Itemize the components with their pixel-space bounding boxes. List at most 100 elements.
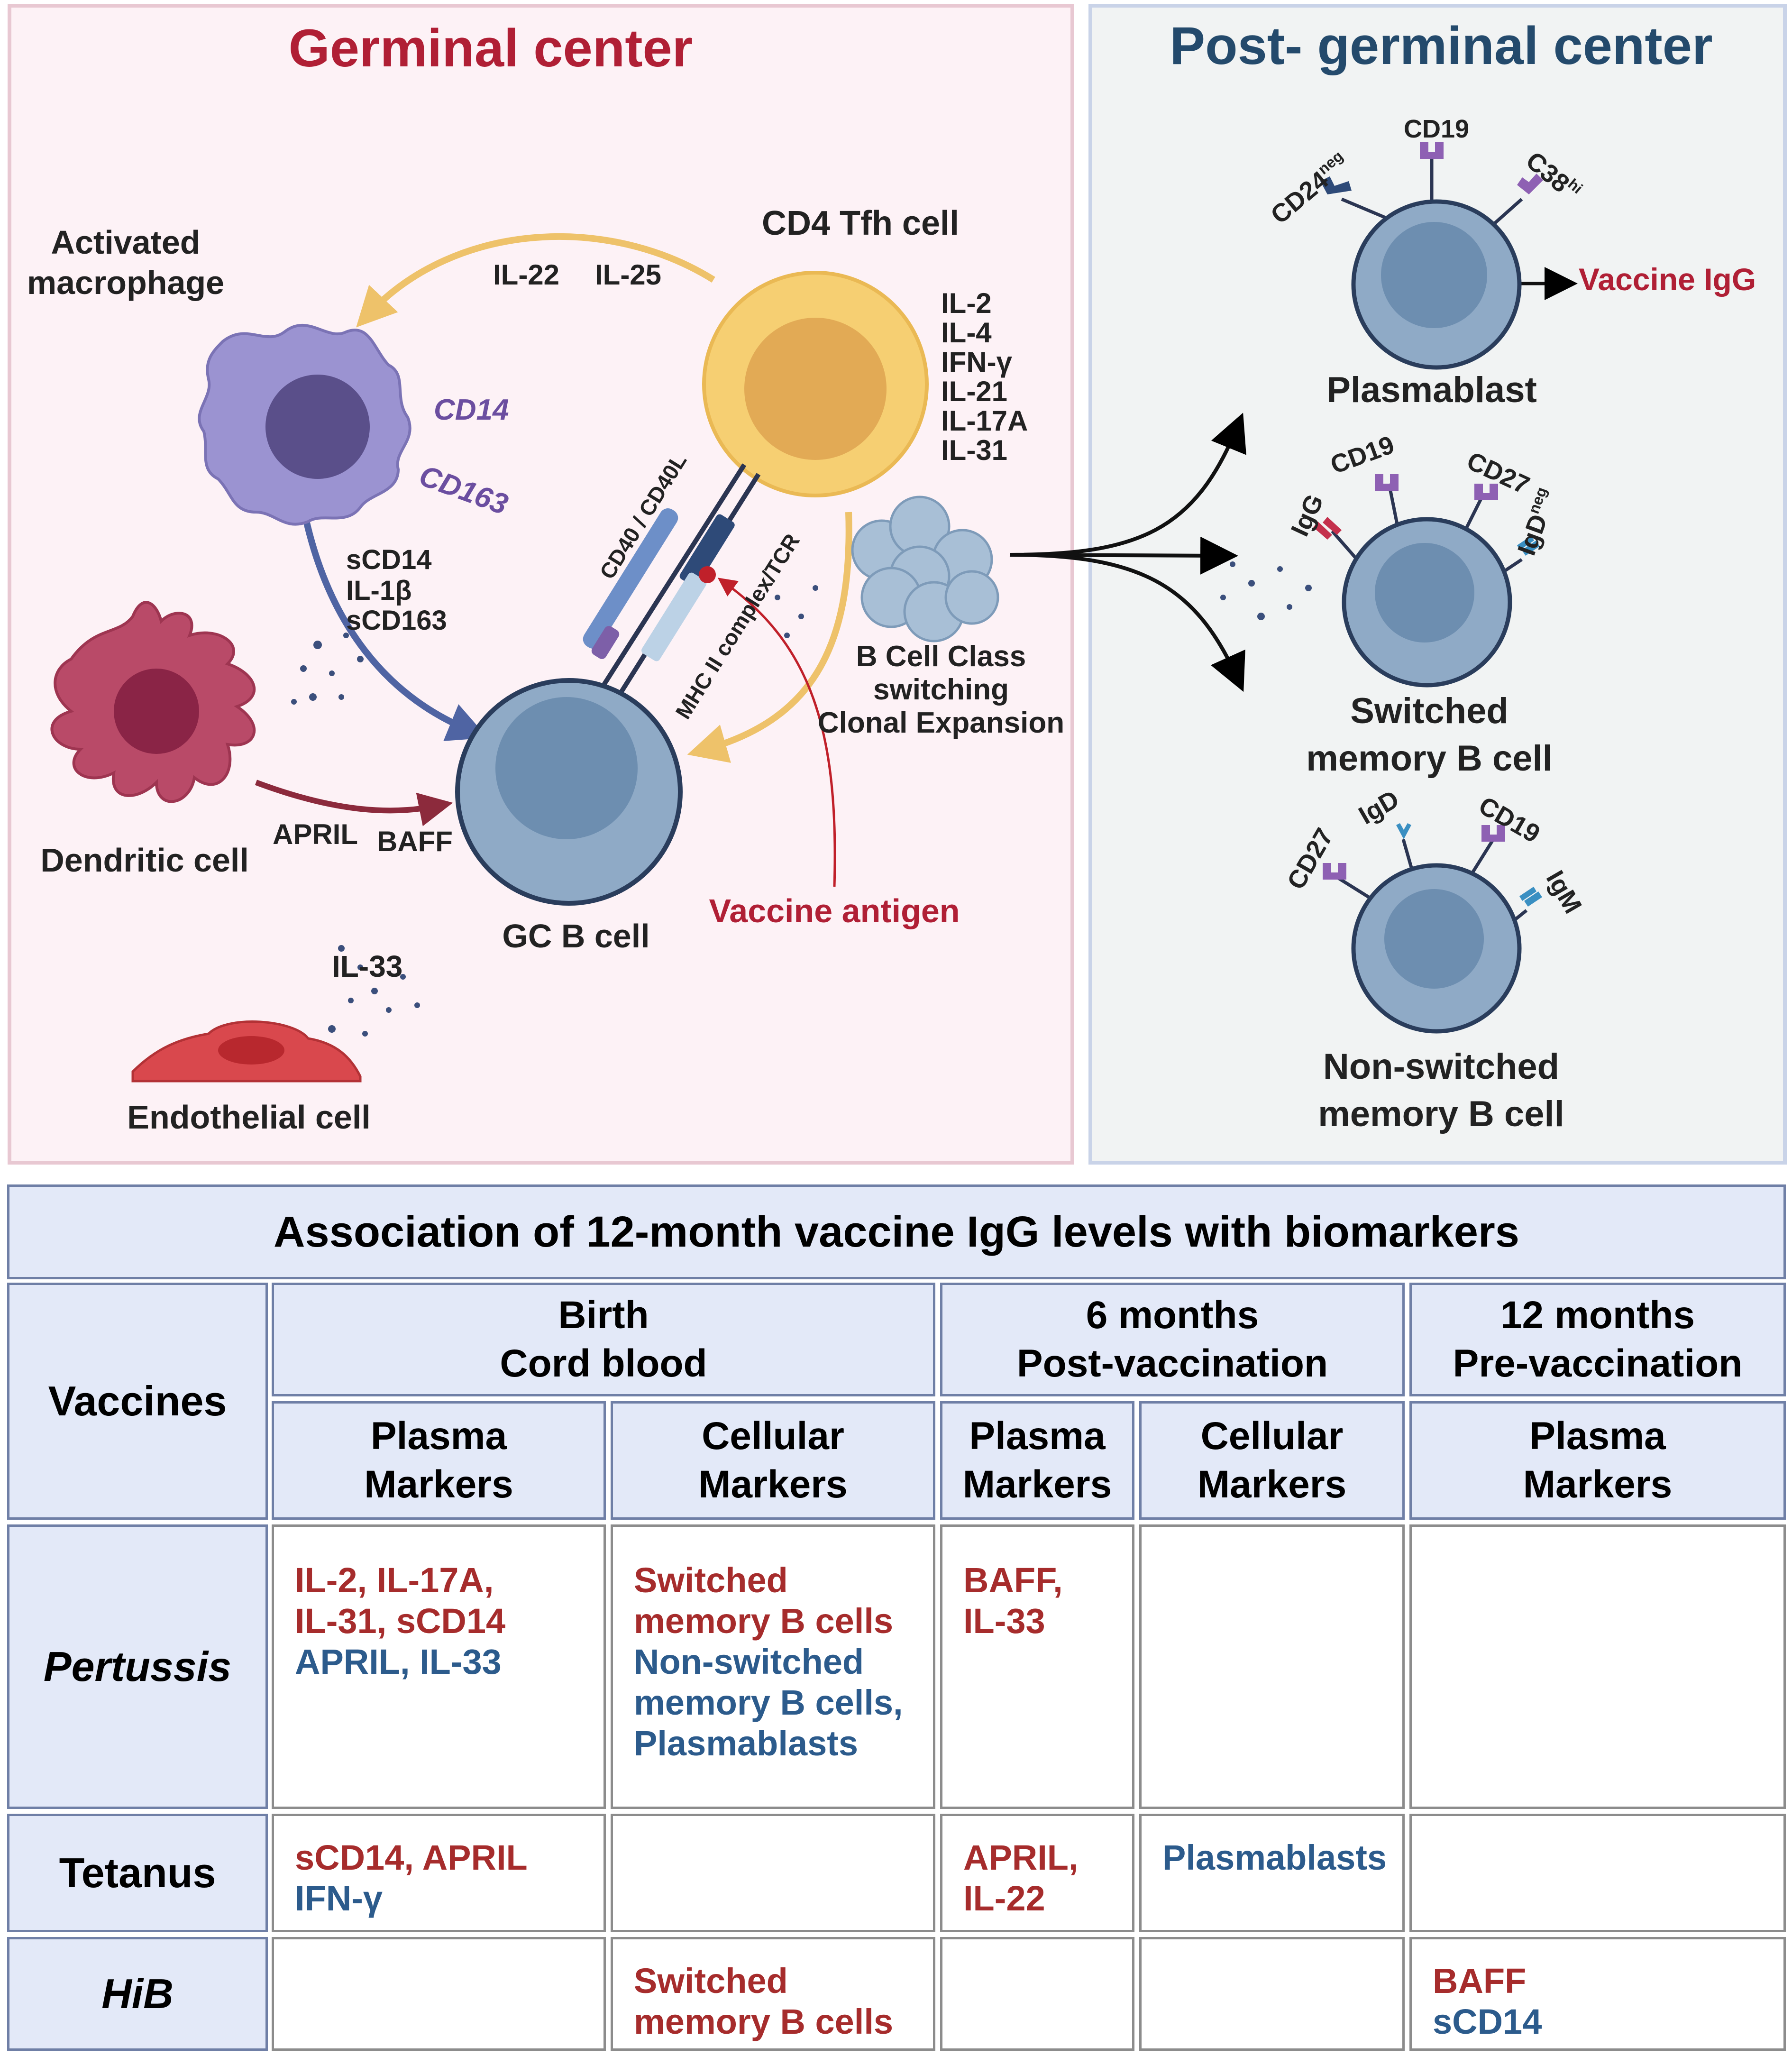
positive-marker: IL-2, IL-17A, (295, 1560, 494, 1600)
tfh-to-b-arrow (687, 512, 852, 763)
row-label-hib-text: HiB (101, 1970, 174, 2017)
positive-marker: IL-22 (963, 1879, 1045, 1918)
expansion-arrow-down (1009, 553, 1245, 692)
positive-marker: BAFF (1433, 1961, 1527, 2001)
tfh-cytokine-4: IL-21 (941, 376, 1007, 407)
dendritic-label: Dendritic cell (40, 842, 249, 879)
germinal-center-title: Germinal center (289, 18, 693, 78)
gc-b-cell: GC B cell (455, 678, 683, 955)
baff-label: BAFF (377, 826, 453, 857)
macrophage-label-line1: Activated (51, 224, 200, 261)
table-cell (940, 1937, 1134, 2051)
negative-marker: IFN-γ (295, 1879, 383, 1918)
il22-arrow (356, 233, 715, 328)
tfh-cytokine-5: IL-17A (941, 405, 1028, 437)
table-cell: Plasmablasts (1139, 1814, 1405, 1932)
positive-marker: memory B cells (634, 2002, 894, 2041)
scd14-label: sCD14 (346, 544, 432, 575)
positive-marker: memory B cells (634, 1601, 894, 1641)
table-title: Association of 12-month vaccine IgG leve… (7, 1184, 1786, 1279)
negative-marker: memory B cells, (634, 1683, 903, 1722)
table-cell (272, 1937, 606, 2051)
sub5-l1: Plasma (1529, 1414, 1666, 1458)
sub3-l1: Plasma (969, 1414, 1106, 1458)
dendritic-to-b-arrow (255, 780, 453, 826)
table-cell (1139, 1524, 1405, 1809)
negative-marker: sCD14 (1433, 2002, 1542, 2041)
gc-b-label: GC B cell (502, 918, 649, 955)
vaccine-igg-label: Vaccine IgG (1579, 262, 1756, 297)
group-6m-line2: Post-vaccination (1016, 1342, 1328, 1385)
class-switch-line2: switching (873, 673, 1009, 706)
group-birth-line1: Birth (558, 1294, 649, 1337)
vaccines-header: Vaccines (7, 1283, 268, 1520)
april-label: APRIL (273, 818, 358, 850)
cd14-label: CD14 (434, 394, 509, 426)
nonswitched-label-line2: memory B cell (1318, 1094, 1564, 1134)
table-cell (1409, 1524, 1786, 1809)
table-cell (1409, 1814, 1786, 1932)
table-cell (611, 1814, 935, 1932)
table-cell: BAFF,IL-33 (940, 1524, 1134, 1809)
vaccines-header-text: Vaccines (48, 1377, 227, 1424)
sub1-l1: Plasma (370, 1414, 507, 1458)
macrophage-to-b-arrow (300, 506, 488, 741)
positive-marker: sCD14, APRIL (295, 1838, 528, 1877)
il25-label: IL-25 (595, 259, 661, 291)
table-cell (1139, 1937, 1405, 2051)
group-12m-line2: Pre-vaccination (1453, 1342, 1743, 1385)
negative-marker: Plasmablasts (1162, 1838, 1387, 1877)
row-label-tetanus-text: Tetanus (59, 1849, 216, 1896)
macrophage-label-line2: macrophage (27, 264, 224, 301)
cd19-label-pb: CD19 (1404, 115, 1469, 143)
nonswitched-label-line1: Non-switched (1323, 1046, 1559, 1087)
il22-label: IL-22 (493, 259, 559, 291)
switched-label-line1: Switched (1350, 691, 1509, 731)
row-label-hib: HiB (7, 1937, 268, 2051)
table-title-text: Association of 12-month vaccine IgG leve… (274, 1208, 1519, 1256)
clonal-expansion-cluster (851, 496, 999, 642)
positive-marker: BAFF, (963, 1560, 1063, 1600)
macrophage-cell: Activated macrophage CD14 CD163 sCD14 IL… (27, 224, 512, 636)
sub1-l2: Markers (364, 1463, 513, 1506)
row-label-pertussis-text: Pertussis (43, 1643, 232, 1690)
endothelial-label: Endothelial cell (127, 1099, 370, 1136)
switched-memory-cell: IgG CD19 CD27 IgDneg Switched memory B c… (1285, 431, 1553, 779)
plasmablast-cell: CD19 CD24neg C38hi Vaccine IgG Plasmabla… (1265, 115, 1756, 410)
tfh-cytokine-6: IL-31 (941, 434, 1007, 466)
sub2-l2: Markers (698, 1463, 848, 1506)
sub4-l2: Markers (1197, 1463, 1347, 1506)
positive-marker: IL-31, sCD14 (295, 1601, 506, 1641)
negative-marker: Non-switched (634, 1642, 864, 1681)
sub4-l1: Cellular (1200, 1414, 1344, 1458)
tfh-cytokine-1: IL-2 (941, 287, 992, 319)
group-12m-line1: 12 months (1500, 1294, 1695, 1337)
row-label-pertussis: Pertussis (7, 1524, 268, 1809)
class-switch-line1: B Cell Class (856, 640, 1026, 673)
vaccine-antigen-label: Vaccine antigen (709, 892, 960, 929)
sub3-l2: Markers (962, 1463, 1112, 1506)
class-switch-line3: Clonal Expansion (818, 707, 1064, 739)
sub5-l2: Markers (1523, 1463, 1673, 1506)
immune-diagram: Germinal center Post- germinal center Ac… (8, 4, 1787, 1165)
positive-marker: Switched (634, 1961, 788, 2001)
post-germinal-title: Post- germinal center (1170, 16, 1712, 75)
sub2-l1: Cellular (702, 1414, 844, 1458)
row-label-tetanus: Tetanus (7, 1814, 268, 1932)
tfh-label: CD4 Tfh cell (762, 204, 959, 242)
positive-marker: APRIL, (963, 1838, 1079, 1877)
dendritic-cell: Dendritic cell APRIL BAFF (40, 601, 453, 879)
tfh-cell: CD4 Tfh cell IL-22 IL-25 IL-2 IL-4 IFN-γ… (493, 204, 1028, 497)
